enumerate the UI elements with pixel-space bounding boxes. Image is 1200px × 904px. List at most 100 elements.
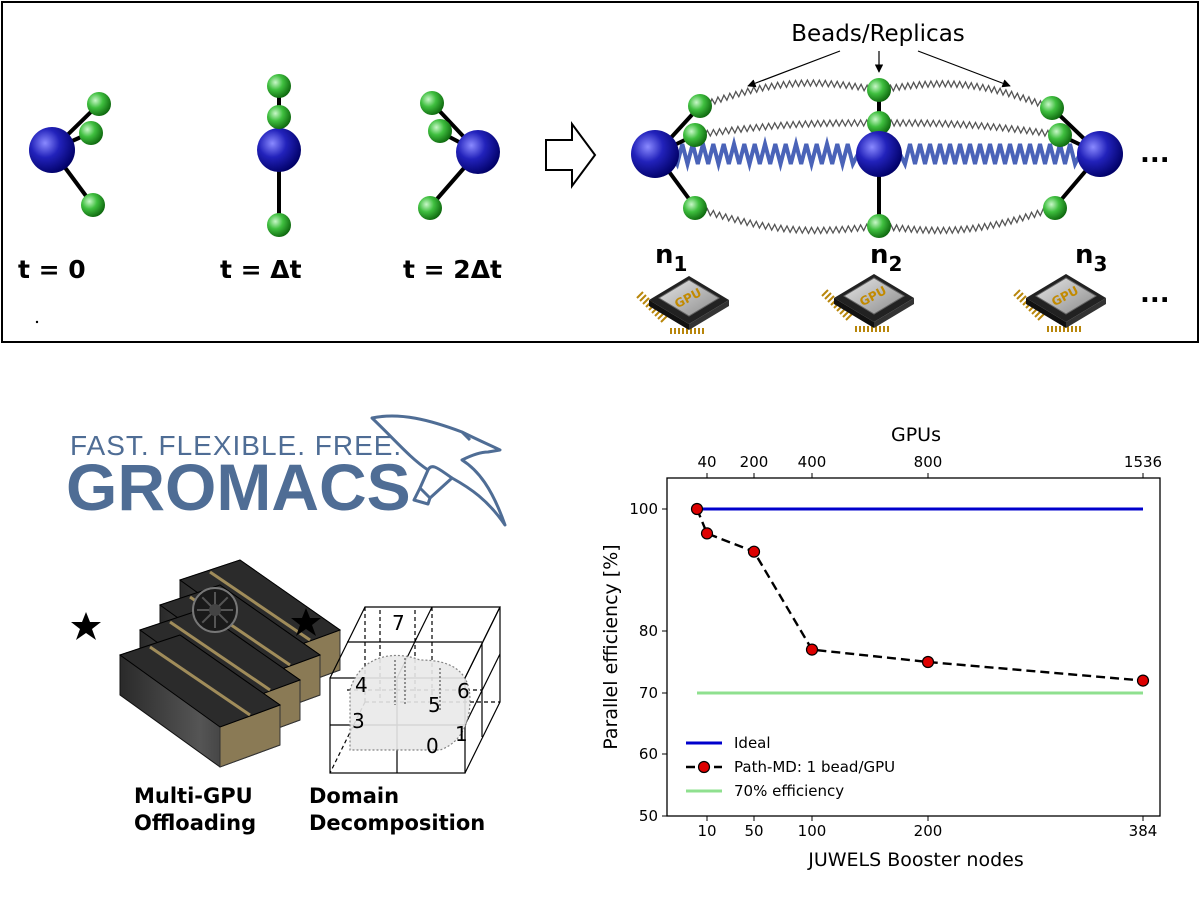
data-point (805, 643, 819, 656)
domain-number: 1 (455, 722, 468, 746)
x2-tick-label: 1536 (1124, 453, 1162, 471)
carbon-atom (1077, 131, 1123, 177)
star-icon (291, 608, 321, 636)
x-tick-label: 384 (1129, 822, 1158, 840)
ring-polymer-atoms (631, 78, 1123, 238)
y-tick-label: 60 (639, 745, 658, 763)
data-point (700, 527, 714, 540)
label-arrow (917, 50, 1011, 88)
domain-number: 3 (352, 709, 365, 733)
x-tick-label: 200 (914, 822, 943, 840)
legend-label: 70% efficiency (734, 782, 844, 800)
node-label-2: n2 (870, 240, 902, 276)
hydrogen-atom (683, 123, 707, 147)
hydrogen-atom (267, 105, 291, 129)
x-axis-title: JUWELS Booster nodes (807, 849, 1023, 871)
hydrogen-atom (267, 74, 291, 98)
x-tick-label: 10 (697, 822, 716, 840)
hydrogen-atom (1048, 123, 1072, 147)
ellipsis-beads: ... (1140, 139, 1170, 169)
top-panel-frame (1, 1, 1199, 343)
spring (898, 143, 1082, 170)
hydrogen-atom (418, 196, 442, 220)
carbon-atom (631, 130, 679, 178)
x-tick-label: 100 (798, 822, 827, 840)
molecule-t2 (418, 91, 500, 220)
gpu-chip-icon: GPU (1013, 274, 1106, 332)
multi-gpu-caption-line2: Offloading (134, 811, 256, 835)
node-label-3: n3 (1075, 240, 1107, 276)
domain-number: 0 (426, 734, 439, 758)
carbon-atom (257, 128, 301, 172)
legend-label: Path-MD: 1 bead/GPU (734, 758, 895, 776)
star-icon (71, 612, 101, 640)
multi-gpu-caption-line1: Multi-GPU (134, 784, 253, 808)
data-point (690, 502, 704, 516)
legend-label: Ideal (734, 734, 771, 752)
carbon-atom (29, 127, 75, 173)
carbon-atom (856, 131, 902, 177)
x2-tick-label: 400 (798, 453, 827, 471)
x2-axis-title: GPUs (891, 424, 941, 446)
hydrogen-atom (867, 78, 891, 102)
hydrogen-atom (81, 193, 105, 217)
spring (694, 118, 880, 139)
x2-tick-label: 200 (740, 453, 769, 471)
y-tick-label: 50 (639, 807, 658, 825)
y-tick-label: 80 (639, 622, 658, 640)
hydrogen-atom (428, 119, 452, 143)
hydrogen-atom (683, 196, 707, 220)
y-tick-label: 100 (629, 500, 658, 518)
ellipsis-chips: ... (1140, 279, 1170, 309)
beads-replicas-label: Beads/Replicas (791, 21, 965, 47)
multi-gpu-illustration: Multi-GPU Offloading (71, 559, 342, 835)
spring (699, 78, 880, 109)
chart-series (690, 502, 1150, 695)
falcon-icon (370, 414, 507, 527)
hydrogen-atom (688, 94, 712, 118)
hydrogen-atom (79, 121, 103, 145)
data-point (747, 545, 761, 558)
plot-area (666, 477, 1161, 817)
ring-polymer-springs (670, 78, 1082, 235)
domain-caption-line2: Decomposition (309, 811, 485, 835)
y-tick-label: 70 (639, 684, 658, 702)
domain-number: 6 (457, 679, 470, 703)
molecule-t0 (29, 92, 111, 217)
top-panel: t = 0 t = Δt t = 2Δt (1, 1, 1199, 343)
domain-caption-line1: Domain (309, 784, 399, 808)
molecule-t1 (257, 74, 301, 237)
hydrogen-atom (87, 92, 111, 116)
data-point (921, 655, 935, 669)
carbon-atom (456, 130, 500, 174)
hydrogen-atom (1043, 196, 1067, 220)
label-arrow (747, 50, 841, 88)
gpu-card-icon (118, 634, 282, 768)
time-label-t2: t = 2Δt (403, 255, 502, 284)
spring (878, 205, 1056, 235)
domain-decomposition-illustration: 7 4 3 5 6 0 1 Domain Decomposition (309, 606, 501, 835)
time-label-t0: t = 0 (18, 255, 86, 284)
x2-tick-label: 800 (914, 453, 943, 471)
data-point (1136, 674, 1150, 687)
legend-marker (697, 760, 711, 774)
hydrogen-atom (1040, 96, 1064, 120)
gpu-chip-icon: GPU (636, 276, 729, 334)
node-label-1: n1 (655, 240, 687, 276)
time-label-t1: t = Δt (220, 255, 302, 284)
gpu-chips: GPU GPU GPU (636, 274, 1106, 334)
domain-number: 7 (392, 611, 405, 635)
y-axis-title: Parallel efficiency [%] (600, 544, 622, 749)
spring (878, 118, 1061, 139)
x2-tick-label: 40 (697, 453, 716, 471)
gpu-chip-icon: GPU (821, 274, 914, 332)
fan-icon (192, 587, 238, 633)
gromacs-logo: FAST. FLEXIBLE. FREE. GROMACS (66, 414, 507, 527)
domain-number: 4 (355, 673, 368, 697)
transition-arrow-icon (545, 120, 597, 190)
stray-dot (35, 320, 39, 324)
